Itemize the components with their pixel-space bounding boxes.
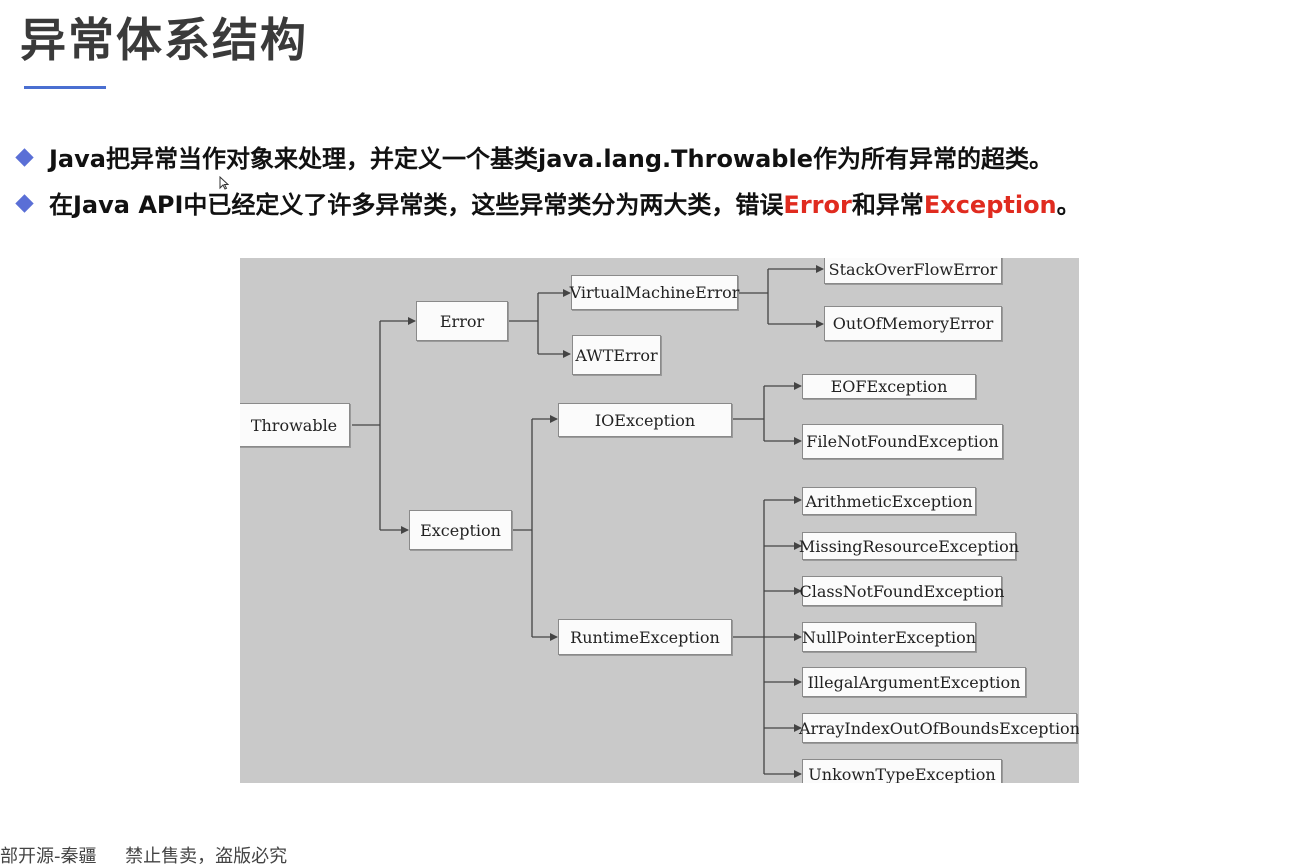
node-illegal-argument-exception: IllegalArgumentException: [802, 667, 1026, 697]
node-virtual-machine-error: VirtualMachineError: [570, 275, 739, 310]
bullet-2-suffix: 。: [1056, 191, 1081, 219]
diamond-bullet-icon: [15, 193, 34, 213]
exception-hierarchy-diagram: Throwable Error Exception VirtualMachine…: [240, 258, 1079, 783]
node-out-of-memory-error: OutOfMemoryError: [824, 306, 1002, 341]
node-error: Error: [416, 301, 508, 341]
node-exception: Exception: [409, 510, 512, 550]
node-io-exception: IOException: [558, 403, 732, 437]
node-throwable: Throwable: [240, 403, 350, 447]
node-eof-exception: EOFException: [802, 374, 976, 399]
mouse-cursor-icon: [219, 176, 229, 190]
node-arithmetic-exception: ArithmeticException: [802, 487, 976, 515]
node-null-pointer-exception: NullPointerException: [802, 622, 976, 652]
footer-watermark-text: 部开源-秦疆 禁止售卖，盗版必究: [0, 846, 288, 867]
bullet-2-prefix: 在Java API中已经定义了许多异常类，这些异常类分为两大类，错误: [49, 191, 784, 219]
node-class-not-found-exception: ClassNotFoundException: [800, 576, 1004, 606]
page-title: 异常体系结构: [20, 13, 308, 67]
bullet-2-exception: Exception: [923, 191, 1057, 219]
bullet-2: 在Java API中已经定义了许多异常类，这些异常类分为两大类，错误Error和…: [15, 185, 1081, 220]
bullet-2-middle: 和异常: [851, 191, 924, 219]
node-unknown-type-exception: UnkownTypeException: [802, 759, 1002, 783]
node-runtime-exception: RuntimeException: [558, 619, 732, 655]
bullet-1: Java把异常当作对象来处理，并定义一个基类java.lang.Throwabl…: [15, 139, 1053, 174]
node-array-index-out-of-bounds-exception: ArrayIndexOutOfBoundsException: [799, 713, 1079, 743]
node-awt-error: AWTError: [572, 335, 661, 375]
diamond-bullet-icon: [15, 147, 34, 167]
node-file-not-found-exception: FileNotFoundException: [802, 424, 1003, 459]
bullet-1-text: Java把异常当作对象来处理，并定义一个基类java.lang.Throwabl…: [49, 145, 1053, 173]
node-stack-overflow-error: StackOverFlowError: [824, 258, 1002, 284]
title-underline: [24, 86, 106, 89]
connector-lines: [352, 265, 824, 778]
bullet-2-error: Error: [783, 191, 852, 219]
node-missing-resource-exception: MissingResourceException: [799, 532, 1019, 560]
